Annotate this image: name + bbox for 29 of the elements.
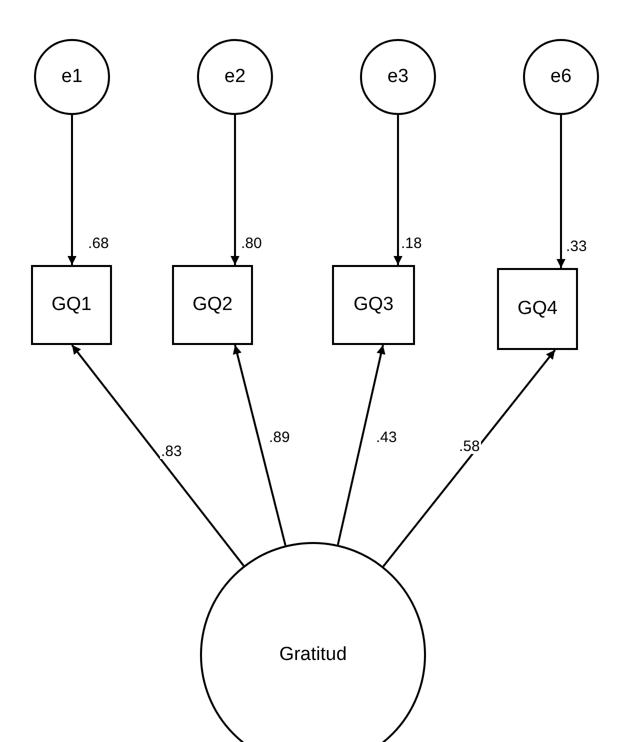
arrow — [382, 349, 556, 568]
arrow — [556, 115, 566, 268]
observed-box — [172, 265, 253, 345]
node-label: e3 — [387, 64, 409, 89]
arrow — [394, 115, 402, 265]
observed-box — [497, 268, 578, 350]
node-label: e2 — [224, 64, 246, 89]
arrow — [336, 344, 386, 545]
node-label: Gratitud — [279, 642, 347, 667]
node-label: e6 — [550, 64, 572, 89]
edge-label: .43 — [375, 430, 398, 445]
edge-label: .58 — [458, 439, 481, 454]
r-squared-value: .18 — [401, 236, 422, 251]
arrow — [68, 115, 76, 265]
node-label: GQ3 — [353, 292, 394, 317]
observed-box — [31, 265, 112, 345]
arrow — [71, 344, 244, 566]
r-squared-value: .33 — [566, 239, 587, 254]
node-label: GQ4 — [517, 296, 558, 321]
r-squared-value: .80 — [241, 236, 262, 251]
edge-label: .83 — [160, 444, 183, 459]
observed-box — [332, 265, 415, 345]
arrow — [232, 344, 286, 546]
edge-label: .89 — [268, 430, 291, 445]
node-label: GQ2 — [192, 292, 233, 317]
node-label: GQ1 — [51, 292, 92, 317]
r-squared-value: .68 — [88, 236, 109, 251]
arrow — [230, 115, 240, 265]
node-label: e1 — [61, 64, 83, 89]
